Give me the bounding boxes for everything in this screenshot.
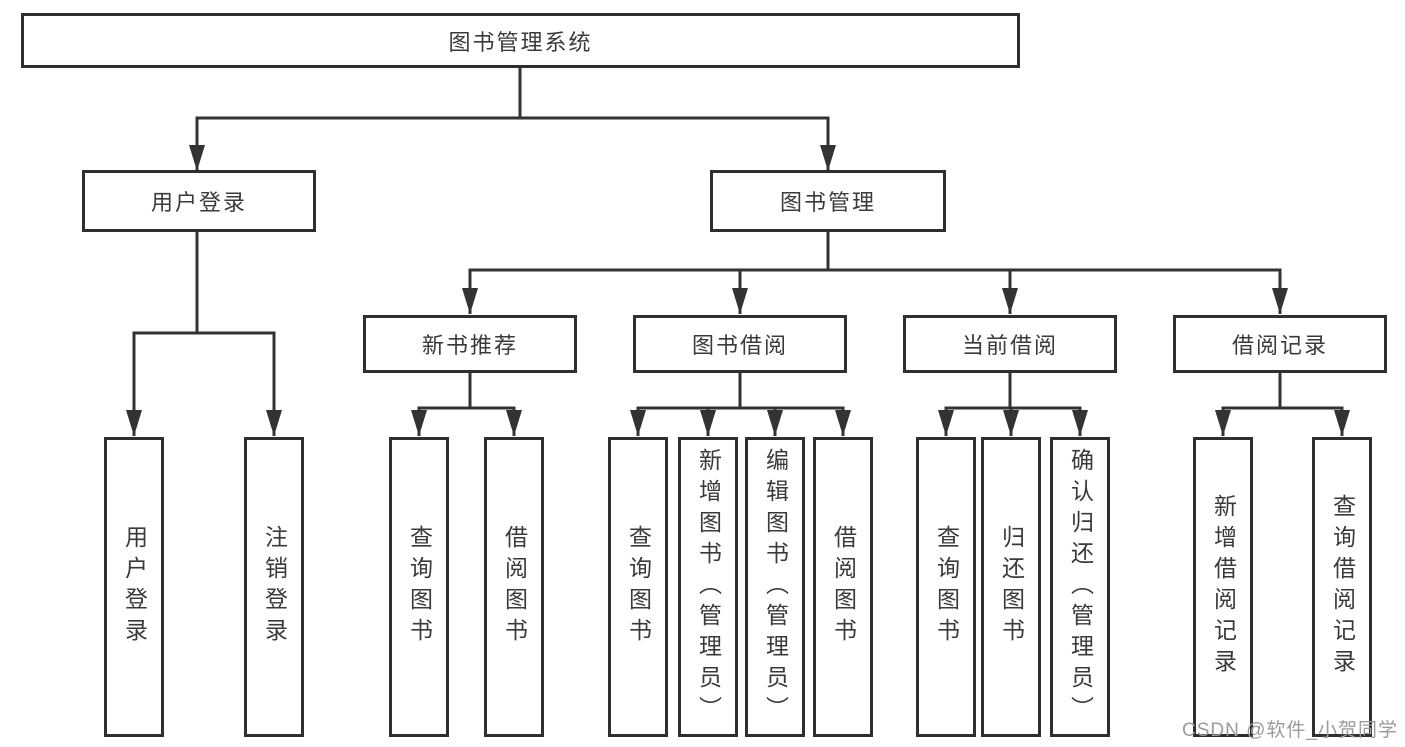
leaf-borrow-query-books: 查询图书 xyxy=(608,437,668,737)
leaf-borrow-books-label: 借阅图书 xyxy=(830,525,857,649)
leaf-recommend-borrow-books: 借阅图书 xyxy=(484,437,544,737)
edge-current-borrow-to-leaves xyxy=(938,371,1088,436)
leaf-borrow-books: 借阅图书 xyxy=(813,437,873,737)
edge-root-to-level2 xyxy=(189,67,836,171)
leaf-current-query-books-label: 查询图书 xyxy=(933,525,960,649)
node-book-management: 图书管理 xyxy=(710,170,946,232)
leaf-add-borrow-record-label: 新增借阅记录 xyxy=(1210,494,1237,680)
leaf-return-books-label: 归还图书 xyxy=(998,525,1025,649)
leaf-recommend-query-books: 查询图书 xyxy=(389,437,449,737)
leaf-query-borrow-record: 查询借阅记录 xyxy=(1312,437,1372,737)
edge-user-login-to-leaves xyxy=(126,231,282,436)
leaf-current-query-books: 查询图书 xyxy=(916,437,976,737)
leaf-add-borrow-record: 新增借阅记录 xyxy=(1193,437,1253,737)
node-new-book-recommend-label: 新书推荐 xyxy=(421,333,518,358)
leaf-confirm-return-admin-label: 确认归还（管理员） xyxy=(1067,447,1094,727)
edge-new-book-recommend-to-leaves xyxy=(411,371,522,436)
leaf-confirm-return-admin: 确认归还（管理员） xyxy=(1050,437,1110,737)
node-user-login-label: 用户登录 xyxy=(150,190,247,215)
leaf-edit-books-admin-label: 编辑图书（管理员） xyxy=(762,447,789,727)
leaf-return-books: 归还图书 xyxy=(981,437,1041,737)
node-current-borrow-label: 当前借阅 xyxy=(961,333,1058,358)
node-borrow-records: 借阅记录 xyxy=(1173,315,1387,373)
edge-book-borrow-to-leaves xyxy=(630,371,851,436)
node-book-borrow-label: 图书借阅 xyxy=(691,333,788,358)
leaf-user-login: 用户登录 xyxy=(104,437,164,737)
leaf-borrow-query-books-label: 查询图书 xyxy=(625,525,652,649)
node-root-label: 图书管理系统 xyxy=(448,29,593,55)
leaf-query-borrow-record-label: 查询借阅记录 xyxy=(1329,494,1356,680)
node-new-book-recommend: 新书推荐 xyxy=(363,315,577,373)
edge-book-management-to-level3 xyxy=(462,231,1288,314)
edge-borrow-records-to-leaves xyxy=(1215,371,1350,436)
leaf-logout: 注销登录 xyxy=(244,437,304,737)
leaf-recommend-borrow-books-label: 借阅图书 xyxy=(501,525,528,649)
node-book-management-label: 图书管理 xyxy=(779,190,876,215)
node-book-borrow: 图书借阅 xyxy=(633,315,847,373)
leaf-add-books-admin: 新增图书（管理员） xyxy=(678,437,738,737)
node-current-borrow: 当前借阅 xyxy=(903,315,1117,373)
leaf-add-books-admin-label: 新增图书（管理员） xyxy=(695,447,722,727)
leaf-edit-books-admin: 编辑图书（管理员） xyxy=(745,437,805,737)
node-root: 图书管理系统 xyxy=(21,13,1020,68)
leaf-logout-label: 注销登录 xyxy=(261,525,288,649)
node-user-login: 用户登录 xyxy=(82,170,316,232)
leaf-user-login-label: 用户登录 xyxy=(121,525,148,649)
csdn-watermark: CSDN @软件_小贺同学 xyxy=(1182,720,1398,741)
leaf-recommend-query-books-label: 查询图书 xyxy=(406,525,433,649)
node-borrow-records-label: 借阅记录 xyxy=(1231,333,1328,358)
